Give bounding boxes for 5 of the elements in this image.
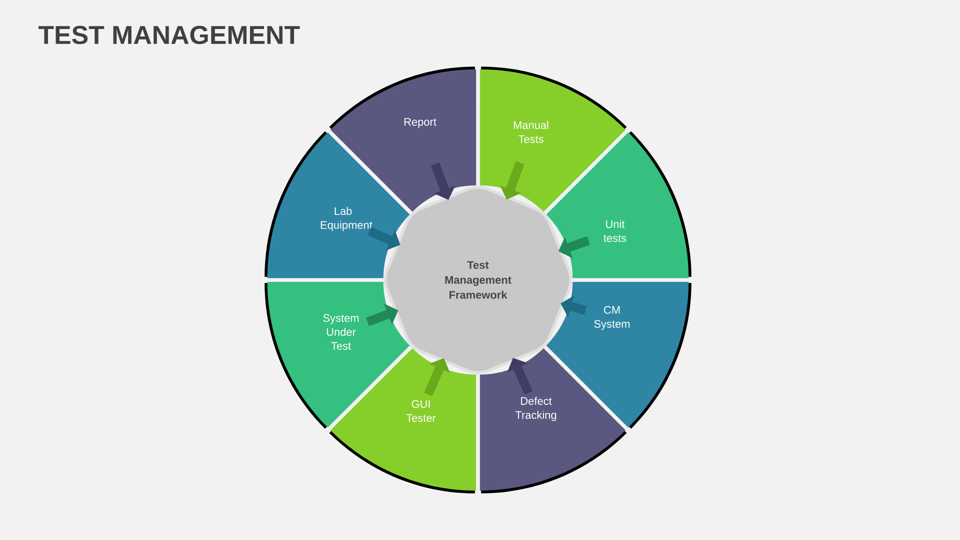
pie-segment: Unit tests (546, 131, 692, 278)
pie-segment: Lab Equipment (264, 131, 410, 278)
pie-segment: Defect Tracking (480, 348, 627, 494)
center-octagon: Test Management Framework (384, 186, 572, 374)
slide-title: TEST MANAGEMENT (38, 26, 300, 44)
